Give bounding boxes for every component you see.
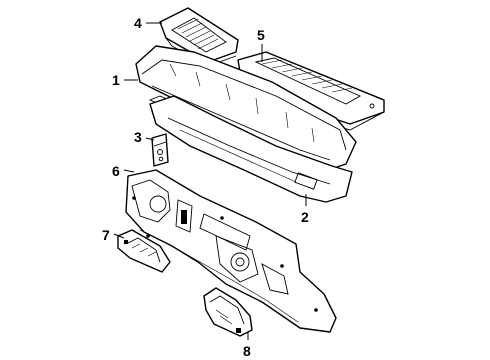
leader-lines — [113, 22, 307, 340]
callout-8: 8 — [243, 343, 251, 359]
callout-6: 6 — [112, 163, 120, 179]
part-8-insulator-right — [203, 287, 253, 337]
part-7-insulator-left — [117, 229, 171, 273]
callout-3: 3 — [134, 129, 142, 145]
part-6-dash-panel — [125, 169, 337, 333]
callout-2: 2 — [301, 209, 309, 225]
part-3-bracket — [151, 133, 169, 167]
callout-4: 4 — [134, 15, 142, 31]
callout-5: 5 — [257, 27, 265, 43]
part-2-lower-cowl — [149, 95, 353, 203]
callout-1: 1 — [112, 72, 120, 88]
callout-7: 7 — [102, 227, 110, 243]
